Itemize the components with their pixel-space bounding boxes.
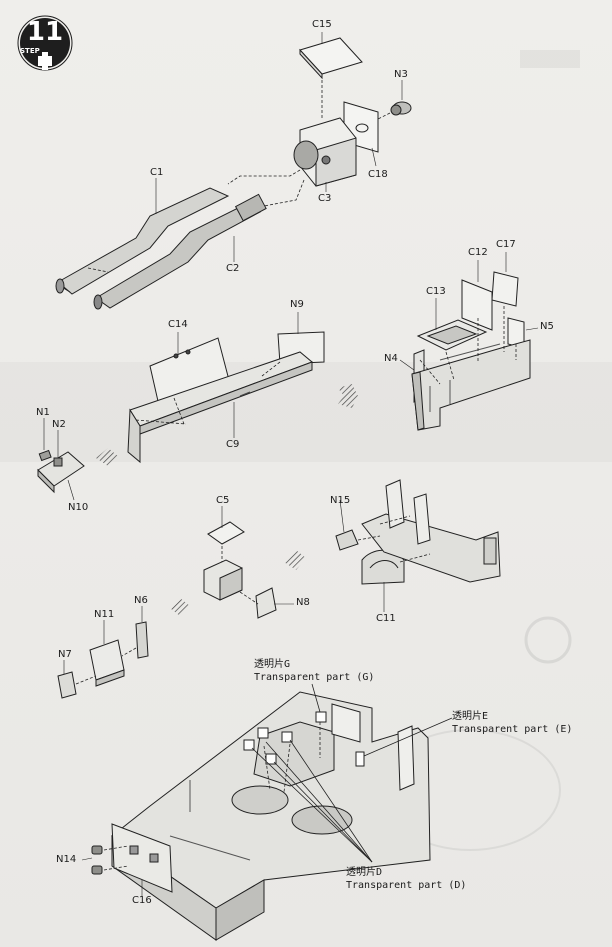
right-hull-section <box>411 339 531 431</box>
label-c12: C12 <box>468 247 488 258</box>
part-c2 <box>93 193 267 310</box>
transparent-part-e <box>355 751 365 767</box>
label-c1: C1 <box>150 167 164 178</box>
callout-g-cn: 透明片G <box>254 659 291 670</box>
part-n15 <box>335 529 359 551</box>
label-c18: C18 <box>368 169 388 180</box>
transparent-parts-d <box>243 727 293 765</box>
part-c1 <box>55 187 230 295</box>
step-number: 11 <box>26 17 64 47</box>
callout-d-en: Transparent part (D) <box>346 880 467 891</box>
label-n1: N1 <box>36 407 50 418</box>
part-n2 <box>53 457 63 467</box>
label-n5: N5 <box>540 321 554 332</box>
label-n3: N3 <box>394 69 408 80</box>
part-n8 <box>255 587 277 619</box>
label-n8: N8 <box>296 597 310 608</box>
step-arrows <box>96 384 358 616</box>
callout-e-cn: 透明片E <box>452 711 489 722</box>
label-n10: N10 <box>68 502 89 513</box>
part-c16 <box>111 823 173 893</box>
part-n7 <box>57 671 77 699</box>
part-c5-bracket <box>203 559 243 601</box>
middle-hull-guides <box>135 361 281 425</box>
label-c14: C14 <box>168 319 188 330</box>
transparent-part-g <box>315 711 327 723</box>
callout-e-en: Transparent part (E) <box>452 724 573 735</box>
label-c9: C9 <box>226 439 240 450</box>
callout-transparent-g: 透明片G Transparent part (G) <box>254 658 374 684</box>
label-n6: N6 <box>134 595 148 606</box>
right-hull-guides <box>419 306 517 385</box>
label-c16: C16 <box>132 895 152 906</box>
part-n10 <box>37 451 85 494</box>
callout-transparent-e: 透明片E Transparent part (E) <box>452 710 572 736</box>
part-n3 <box>390 101 412 116</box>
part-c17 <box>491 271 519 307</box>
label-c17: C17 <box>496 239 516 250</box>
label-c11: C11 <box>376 613 396 624</box>
label-c13: C13 <box>426 286 446 297</box>
label-n15: N15 <box>330 495 351 506</box>
label-c15: C15 <box>312 19 332 30</box>
label-leaders <box>43 32 539 896</box>
part-n6 <box>135 621 149 659</box>
part-c15 <box>299 37 363 80</box>
right-chassis-guides <box>357 515 431 563</box>
part-c3 <box>293 117 357 187</box>
main-hull <box>111 691 431 941</box>
step-word: STEP <box>20 47 40 55</box>
step-badge-icon <box>17 15 73 71</box>
callout-g-en: Transparent part (G) <box>254 672 375 683</box>
label-c5: C5 <box>216 495 230 506</box>
label-c2: C2 <box>226 263 240 274</box>
label-n7: N7 <box>58 649 72 660</box>
label-c3: C3 <box>318 193 332 204</box>
main-hull-guides <box>103 722 321 871</box>
callout-leaders <box>251 683 453 863</box>
part-c13 <box>416 319 488 351</box>
part-n14 <box>91 845 103 875</box>
label-n4: N4 <box>384 353 398 364</box>
callout-transparent-d: 透明片D Transparent part (D) <box>346 866 466 892</box>
part-n1 <box>38 449 52 462</box>
part-n11 <box>89 639 125 687</box>
label-n9: N9 <box>290 299 304 310</box>
right-chassis-section <box>361 479 501 583</box>
part-c9 <box>127 351 313 464</box>
callout-d-cn: 透明片D <box>346 867 383 878</box>
label-n14: N14 <box>56 854 77 865</box>
label-n11: N11 <box>94 609 115 620</box>
step-badge: 11 STEP <box>16 14 74 72</box>
part-c12 <box>461 279 493 331</box>
label-n2: N2 <box>52 419 66 430</box>
part-c5 <box>207 521 245 545</box>
